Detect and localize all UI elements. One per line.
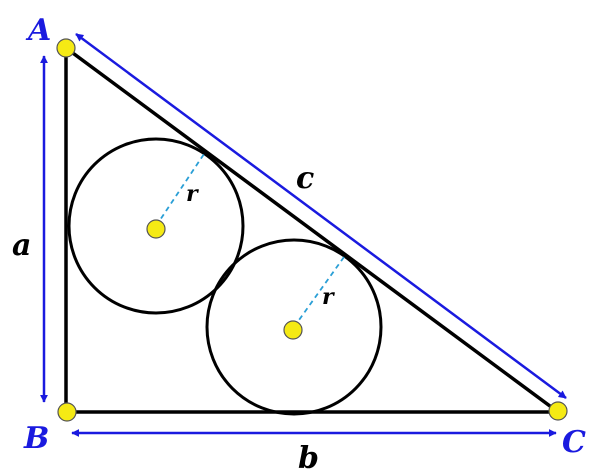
vertex-point-b [57,402,77,422]
vertex-point-c [548,401,568,421]
vertex-label-a: A [25,13,51,48]
radius-label-lower: r [322,284,335,310]
circle-center-point-lower [283,320,303,340]
side-label-c: c [296,161,314,196]
radius-line-upper [155,153,205,227]
vertex-label-b: B [23,421,49,456]
side-label-b: b [298,441,319,473]
vertex-point-a [56,38,76,58]
right-triangle [64,44,564,414]
inscribed-circle-lower [205,238,383,416]
circle-center-point-upper [146,219,166,239]
vertex-label-c: C [562,425,586,460]
side-c-dimension-arrow [75,32,567,400]
side-label-a: a [12,228,31,263]
radius-label-upper: r [186,181,199,207]
inscribed-circle-upper [67,137,245,315]
radius-line-lower [293,256,345,328]
